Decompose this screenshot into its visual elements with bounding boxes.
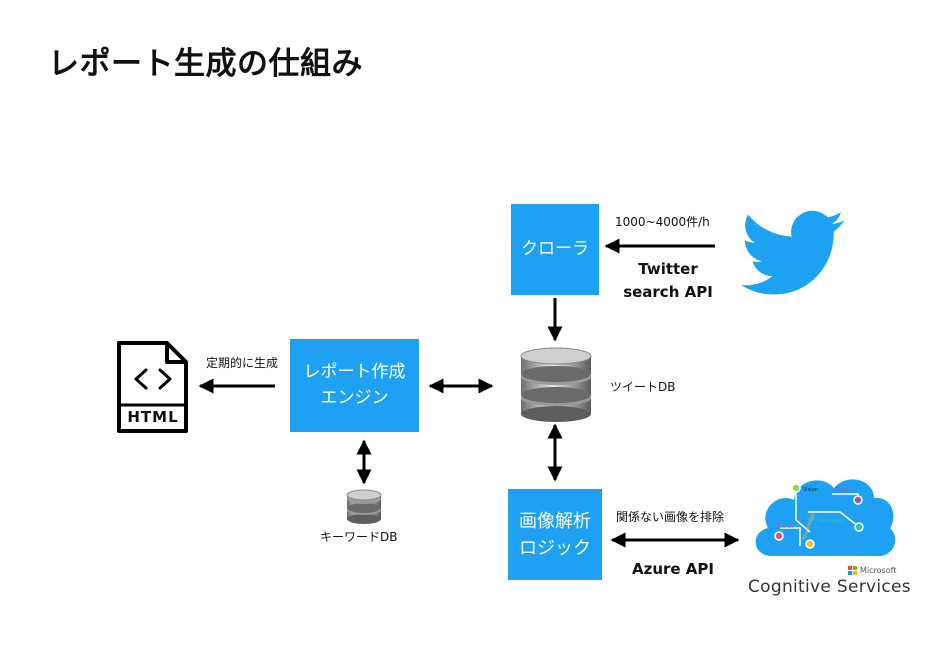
cs-word-language: Language xyxy=(818,518,843,524)
image-logic-label-1: 画像解析 xyxy=(519,510,591,532)
exclude-label: 関係ない画像を排除 xyxy=(616,510,725,524)
crawler-label: クローラ xyxy=(521,238,589,259)
image-logic-box: 画像解析 ロジック xyxy=(508,489,602,580)
report-engine-box: レポート作成 エンジン xyxy=(290,339,419,432)
crawler-box: クローラ xyxy=(511,204,599,295)
image-logic-label-2: ロジック xyxy=(519,537,591,559)
keyword-db-label: キーワードDB xyxy=(320,530,398,544)
report-engine-label-1: レポート作成 xyxy=(303,362,406,382)
tweet-db-icon xyxy=(520,347,592,422)
cs-word-search: Search xyxy=(776,524,793,530)
report-engine-label-2: エンジン xyxy=(320,387,389,408)
cs-word-vision: Vision xyxy=(803,487,818,493)
page-title: レポート生成の仕組み xyxy=(48,46,363,82)
azure-api-label: Azure API xyxy=(632,560,714,578)
twitter-bird-icon xyxy=(741,210,845,295)
html-document-icon xyxy=(117,341,188,433)
twitter-rate-label: 1000~4000件/h xyxy=(615,215,710,229)
cs-word-speech: Speech xyxy=(836,487,854,493)
microsoft-logo-icon xyxy=(848,566,857,575)
twitter-api-label-2: search API xyxy=(623,283,713,302)
keyword-db-icon xyxy=(346,489,382,524)
twitter-api-label-1: Twitter xyxy=(638,260,698,278)
microsoft-label: Microsoft xyxy=(860,566,897,575)
tweet-db-label: ツイートDB xyxy=(610,380,676,394)
cognitive-services-cloud-icon: Vision Speech Language Knowledge Search xyxy=(755,479,896,557)
twitter-api-label: Twitter search API xyxy=(620,258,716,305)
html-label: HTML xyxy=(127,408,179,426)
cognitive-services-label: Cognitive Services xyxy=(748,577,911,597)
periodic-label: 定期的に生成 xyxy=(206,356,279,370)
